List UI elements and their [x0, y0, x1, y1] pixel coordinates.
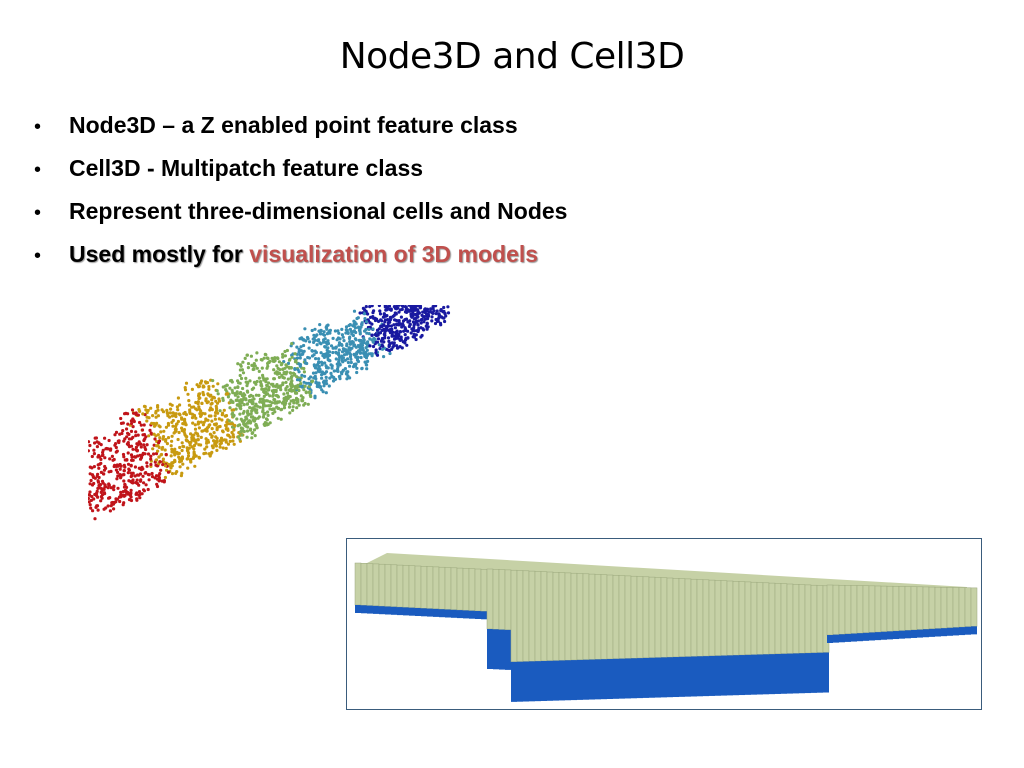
bullet-text: Node3D – a Z enabled point feature class: [69, 112, 518, 138]
bullet-marker: •: [34, 116, 42, 138]
bullet-text-plain: Used mostly for: [69, 241, 250, 267]
bullet-text: Represent three-dimensional cells and No…: [69, 198, 568, 224]
multipatch-image: [354, 553, 978, 702]
bullet-marker: •: [34, 202, 42, 224]
bullet-text: Cell3D - Multipatch feature class: [69, 155, 424, 181]
slide-title: Node3D and Cell3D: [339, 36, 685, 77]
bullet-text: Used mostly for visualization of 3D mode…: [69, 241, 538, 268]
multipatch-cells: [354, 553, 978, 702]
bullet-item: • Node3D – a Z enabled point feature cla…: [34, 112, 567, 155]
bullet-marker: •: [34, 245, 42, 267]
bullet-text-highlight: visualization of 3D models: [249, 241, 539, 267]
point-cloud-dots: [88, 305, 451, 521]
bullet-marker: •: [34, 159, 42, 181]
bullet-list: • Node3D – a Z enabled point feature cla…: [34, 112, 567, 284]
bullet-item: • Represent three-dimensional cells and …: [34, 198, 567, 241]
bullet-item: • Cell3D - Multipatch feature class: [34, 155, 567, 198]
multipatch-image-frame: [346, 538, 982, 710]
point-cloud-image: [88, 305, 451, 521]
bullet-item: • Used mostly for visualization of 3D mo…: [34, 241, 567, 284]
